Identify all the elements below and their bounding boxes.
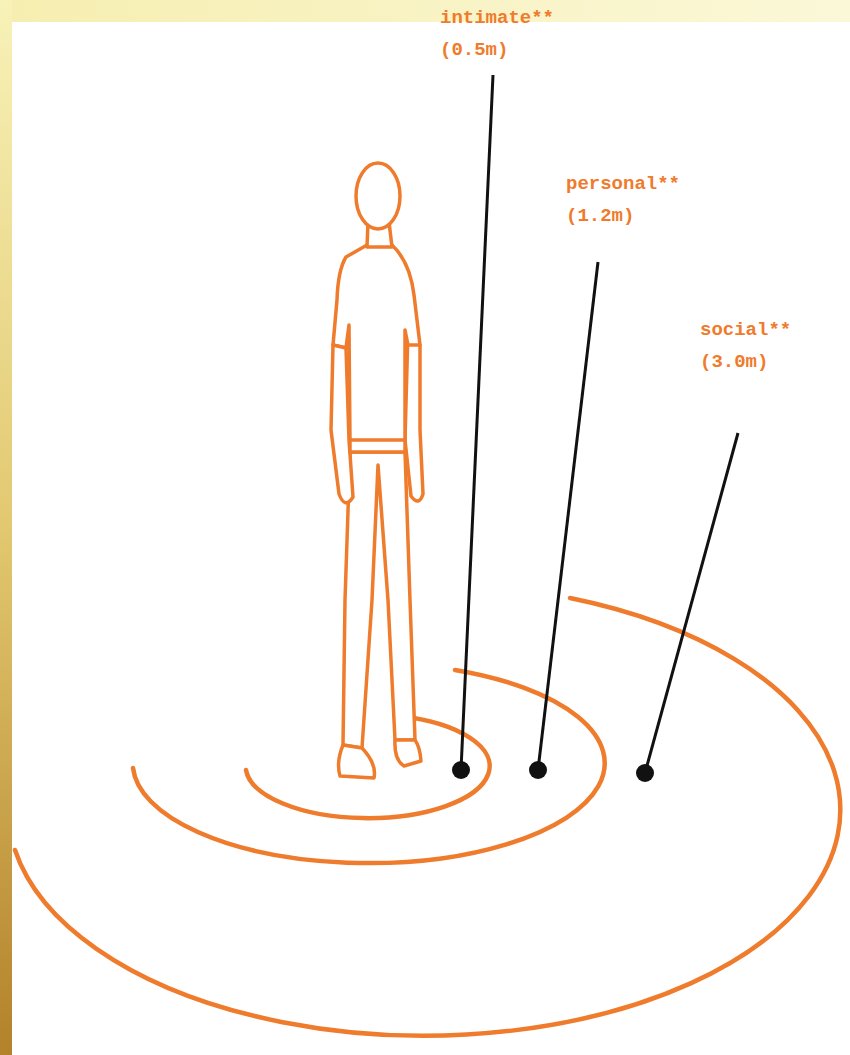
zone-label: personal** (1.2m) xyxy=(566,168,691,232)
leader-line xyxy=(538,262,598,770)
leader-dot xyxy=(529,761,547,779)
zone-label: intimate** (0.5m) xyxy=(440,2,565,66)
figure-head xyxy=(356,163,400,229)
figure-belt xyxy=(350,440,405,452)
figure-foot xyxy=(339,745,375,778)
leader-lines xyxy=(452,75,738,782)
zone-label: social** (3.0m) xyxy=(700,314,803,378)
person-figure xyxy=(331,163,423,778)
left-band xyxy=(0,0,12,1055)
intimate-ring xyxy=(246,716,490,818)
personal-ring xyxy=(133,670,605,863)
figure-arm xyxy=(405,330,423,501)
leader-line xyxy=(645,433,738,773)
leader-dot xyxy=(636,764,654,782)
leader-dot xyxy=(452,761,470,779)
social-ring xyxy=(15,598,840,1036)
top-band xyxy=(0,0,850,22)
leader-line xyxy=(461,75,493,770)
figure-foot xyxy=(395,740,421,766)
zone-rings xyxy=(15,598,840,1036)
figure-arm xyxy=(331,345,353,503)
